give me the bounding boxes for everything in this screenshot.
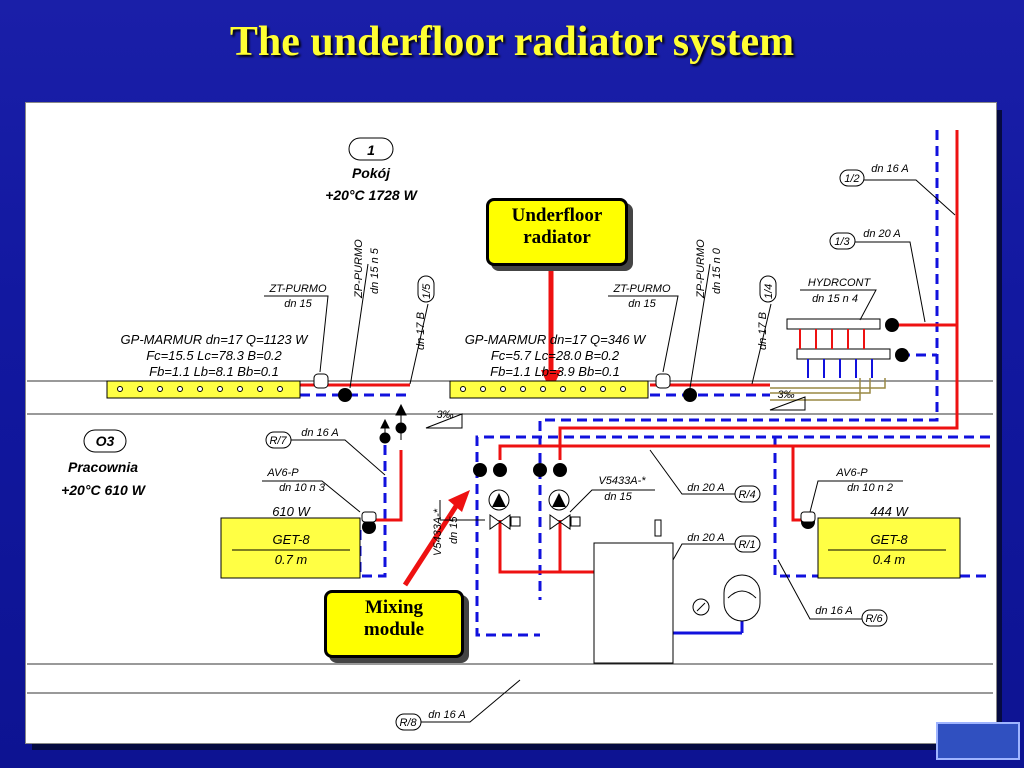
room-upper-spec: +20°C 1728 W xyxy=(325,187,418,203)
v5433-side-dn: dn 15 xyxy=(448,516,460,544)
get8-left-length: 0.7 m xyxy=(275,552,308,567)
callout-mixing-line1: Mixing xyxy=(364,597,424,618)
tag-15: 1/5 xyxy=(421,283,433,299)
av6p-right-dn: dn 10 n 2 xyxy=(847,482,893,494)
v5433-top-dn: dn 15 xyxy=(604,491,632,503)
heater-strip-right xyxy=(449,380,649,399)
tag-ovals xyxy=(83,137,888,731)
slope-mark-right xyxy=(769,396,806,411)
tag-r4: R/4 xyxy=(738,489,755,501)
heater-right-line2: Fc=5.7 Lc=28.0 B=0.2 xyxy=(491,348,620,363)
heater-right-line3: Fb=1.1 Lb=3.9 Bb=0.1 xyxy=(490,364,620,379)
slope-left: 3‰ xyxy=(436,409,453,421)
v5433-side: V5433A-* xyxy=(432,508,444,556)
mix-valves xyxy=(489,514,581,530)
av6p-right: AV6-P xyxy=(835,467,868,479)
slide-title: The underfloor radiator system xyxy=(229,19,795,65)
hydrcont: HYDRCONT xyxy=(808,277,872,289)
get8-left-power: 610 W xyxy=(272,504,311,519)
get8-left: GET-8 xyxy=(272,532,310,547)
tag-r6: R/6 xyxy=(865,613,883,625)
get8-right-length: 0.4 m xyxy=(873,552,906,567)
av6p-left-dn: dn 10 n 3 xyxy=(279,482,326,494)
zp-purmo-left: ZP-PURMO xyxy=(353,239,365,299)
slope-mark-left xyxy=(425,413,463,429)
zp-purmo-right-dn: dn 15 n 0 xyxy=(711,247,723,294)
tag-r1: R/1 xyxy=(738,539,755,551)
get8-right-power: 444 W xyxy=(870,504,909,519)
arrow-mixing-line xyxy=(402,498,463,587)
callout-underfloor-line1: Underfloor xyxy=(511,205,603,226)
room-lower-name: Pracownia xyxy=(68,459,138,475)
room-lower-number: O3 xyxy=(96,433,115,449)
av6p-left: AV6-P xyxy=(266,467,299,479)
leader-lines xyxy=(262,179,956,723)
dn16a-12: dn 16 A xyxy=(871,163,909,175)
hydrcont-dn: dn 15 n 4 xyxy=(812,293,858,305)
v5433-top: V5433A-* xyxy=(598,475,646,487)
heater-left-line2: Fc=15.5 Lc=78.3 B=0.2 xyxy=(146,348,282,363)
callout-underfloor: Underfloor radiator xyxy=(486,198,628,266)
thermo-heads xyxy=(313,373,816,523)
manifold xyxy=(770,318,891,401)
get8-box-left xyxy=(220,517,361,579)
zp-purmo-right: ZP-PURMO xyxy=(695,239,707,299)
pump-left xyxy=(488,489,510,511)
expansion-vessel xyxy=(723,574,761,622)
callout-mixing: Mixing module xyxy=(324,590,464,658)
zt-purmo-right-dn: dn 15 xyxy=(628,298,656,310)
slope-right: 3‰ xyxy=(777,389,794,401)
room-lower-spec: +20°C 610 W xyxy=(61,482,147,498)
tag-14: 1/4 xyxy=(763,284,775,299)
zt-purmo-right: ZT-PURMO xyxy=(612,283,670,295)
boiler-box xyxy=(593,542,674,664)
room-upper-number: 1 xyxy=(367,142,375,158)
heater-strip-left xyxy=(106,380,301,399)
dn16a-r6: dn 16 A xyxy=(815,605,853,617)
heater-left-line1: GP-MARMUR dn=17 Q=1123 W xyxy=(121,332,310,347)
callout-underfloor-line2: radiator xyxy=(523,227,591,248)
dn16a-r7: dn 16 A xyxy=(301,427,339,439)
tag-13: 1/3 xyxy=(834,236,850,248)
arrow-mixing-head xyxy=(448,490,470,512)
pump-right xyxy=(548,489,570,511)
room-upper-name: Pokój xyxy=(352,165,391,181)
floor-lines xyxy=(27,380,993,694)
supply-pipes xyxy=(300,130,990,574)
tag-r8: R/8 xyxy=(399,717,417,729)
corner-logo xyxy=(936,722,1020,760)
dn16a-r8: dn 16 A xyxy=(428,709,466,721)
dn17b-left: dn 17 B xyxy=(415,312,427,350)
dn20a-13: dn 20 A xyxy=(863,228,901,240)
get8-right: GET-8 xyxy=(870,532,908,547)
get8-box-right xyxy=(817,517,961,579)
dn20a-r4: dn 20 A xyxy=(687,482,725,494)
dn17b-right: dn 17 B xyxy=(757,312,769,350)
heater-left-line3: Fb=1.1 Lb=8.1 Bb=0.1 xyxy=(149,364,279,379)
heater-right-line1: GP-MARMUR dn=17 Q=346 W xyxy=(465,332,647,347)
zp-purmo-left-dn: dn 15 n 5 xyxy=(369,247,381,294)
tag-r7: R/7 xyxy=(269,435,287,447)
zt-purmo-left-dn: dn 15 xyxy=(284,298,312,310)
small-valves xyxy=(379,403,407,444)
callout-mixing-line2: module xyxy=(363,619,425,640)
tag-12: 1/2 xyxy=(844,173,859,185)
zt-purmo-left: ZT-PURMO xyxy=(268,283,326,295)
dn20a-r1: dn 20 A xyxy=(687,532,725,544)
